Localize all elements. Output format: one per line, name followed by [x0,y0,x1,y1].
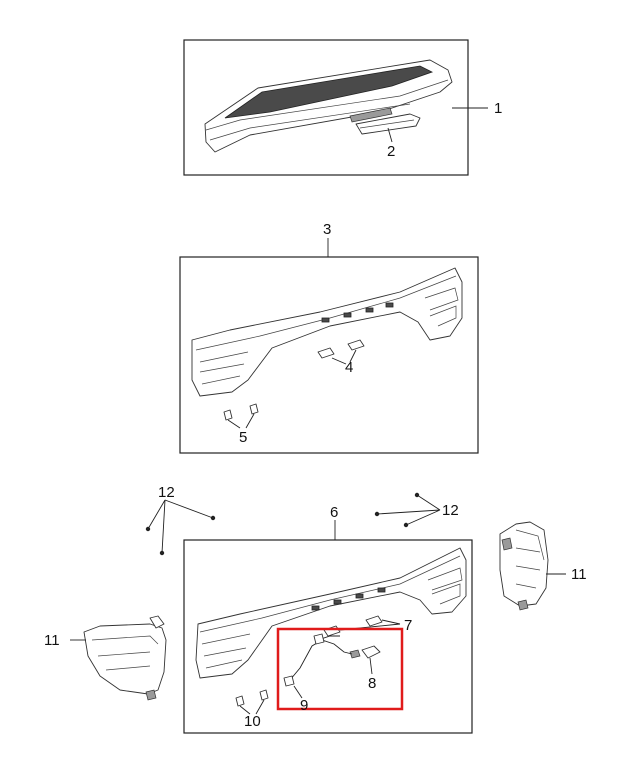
leader-12-left [147,499,214,554]
callout-6: 6 [330,504,338,521]
leader-9 [293,685,303,699]
callout-1: 1 [494,100,502,117]
leader-4 [331,349,357,365]
part-3-applique[interactable] [191,267,463,397]
leader-8 [369,657,373,675]
part-7-lamp[interactable] [323,615,383,637]
callout-10: 10 [244,713,261,730]
highlight-box [276,627,404,711]
panel-spoiler-frame [183,39,469,176]
part-1-spoiler[interactable] [204,59,453,153]
part-11-tail-lamp-left[interactable] [83,615,167,701]
callout-4: 4 [345,359,353,376]
part-9-wiring-harness[interactable] [283,633,353,687]
part-8-connector[interactable] [349,645,381,659]
panel-spoiler: 1 2 [183,39,502,176]
leader-12-right [376,494,441,526]
callout-7: 7 [404,617,412,634]
part-5-clips[interactable] [223,403,259,421]
callout-3: 3 [323,221,331,238]
callout-8: 8 [368,675,376,692]
callout-9: 9 [300,697,308,714]
part-11-tail-lamp-right[interactable] [499,521,549,611]
panel-lamp-assembly: 6 7 8 [183,504,473,734]
callout-5: 5 [239,429,247,446]
panel-lamp-frame [183,539,473,734]
callout-12-left: 12 [158,484,175,501]
part-2-spoiler-lamp[interactable] [355,113,421,135]
part-12-screws-left[interactable] [145,515,216,556]
leader-10 [239,699,265,715]
callout-2: 2 [387,143,395,160]
part-4-lamps[interactable] [317,339,365,359]
leader-5 [227,413,255,429]
panel-applique: 3 4 5 [179,221,479,454]
leader-2 [387,127,393,143]
callout-11-left: 11 [44,632,60,649]
part-6-applique[interactable] [195,547,467,679]
panel-applique-frame [179,256,479,454]
callout-11-right: 11 [571,566,587,583]
part-10-clips[interactable] [235,689,269,707]
callout-12-right: 12 [442,502,459,519]
